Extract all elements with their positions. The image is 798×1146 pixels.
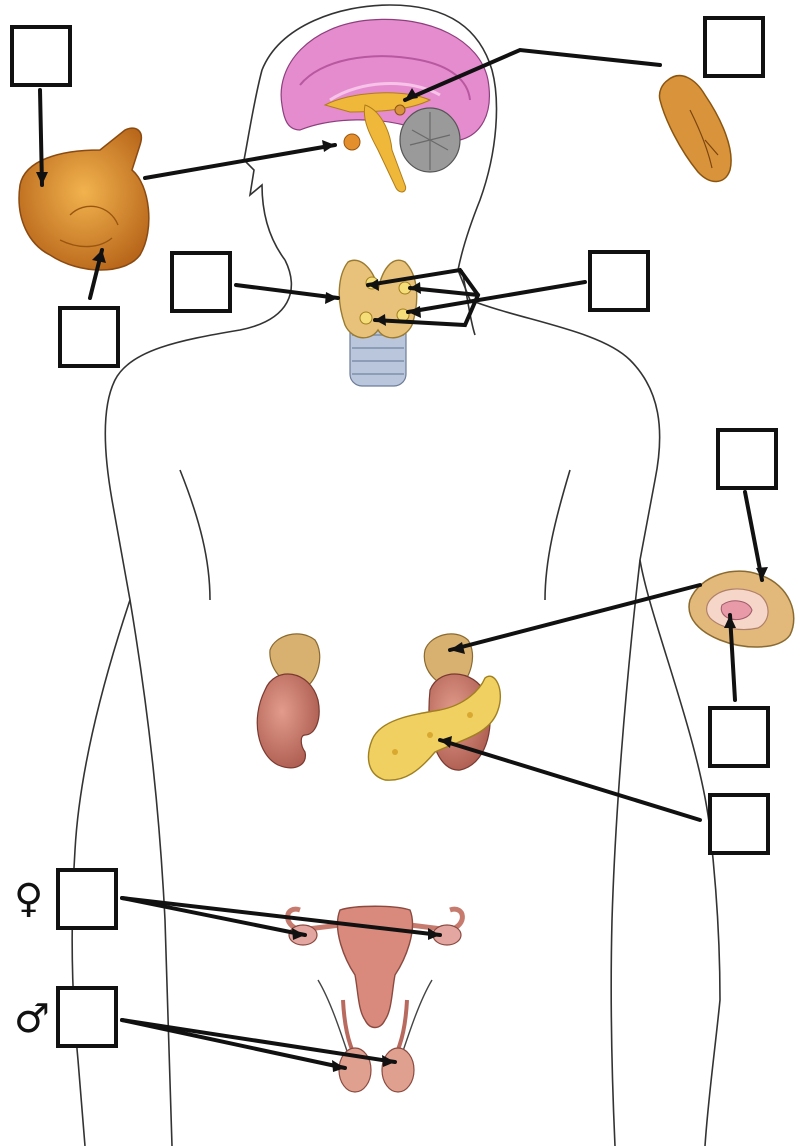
thyroid-leader <box>236 285 338 298</box>
pineal-gland-box[interactable] <box>705 18 763 76</box>
ovaries-box[interactable] <box>58 870 116 928</box>
female-reproductive-organs <box>288 906 463 1027</box>
pineal-gland-enlarged <box>659 76 731 182</box>
pituitary-gland-enlarged <box>19 128 149 270</box>
pancreas-leader <box>440 740 700 820</box>
adrenal-cortex-box[interactable] <box>718 430 776 488</box>
adrenal-gland-enlarged <box>689 571 794 647</box>
pituitary-lobe-box[interactable] <box>60 308 118 366</box>
male-symbol: ♂ <box>14 996 50 1042</box>
pineal-in-brain <box>395 105 405 115</box>
left-kidney-adrenal <box>257 634 320 768</box>
thyroid-gland-box[interactable] <box>172 253 230 311</box>
pituitary-leader <box>145 145 335 178</box>
pituitary-gland-box[interactable] <box>12 27 70 85</box>
pituitary-in-brain <box>344 134 360 150</box>
testis-right <box>382 1048 414 1092</box>
testis-leader-right <box>122 1020 395 1062</box>
parathyroid-leader <box>408 282 585 312</box>
adrenal-cortex-leader <box>745 492 762 580</box>
parathyroid-glands-box[interactable] <box>590 252 648 310</box>
adrenal-medulla-box[interactable] <box>710 708 768 766</box>
pancreas-box[interactable] <box>710 795 768 853</box>
cerebrum <box>281 19 489 140</box>
testis-leader-left <box>122 1020 345 1068</box>
brain <box>281 19 489 192</box>
adrenal-leader <box>450 585 700 650</box>
testes-box[interactable] <box>58 988 116 1046</box>
female-symbol: ♀ <box>14 876 43 922</box>
pituitary-lobe-top-leader <box>40 90 42 185</box>
